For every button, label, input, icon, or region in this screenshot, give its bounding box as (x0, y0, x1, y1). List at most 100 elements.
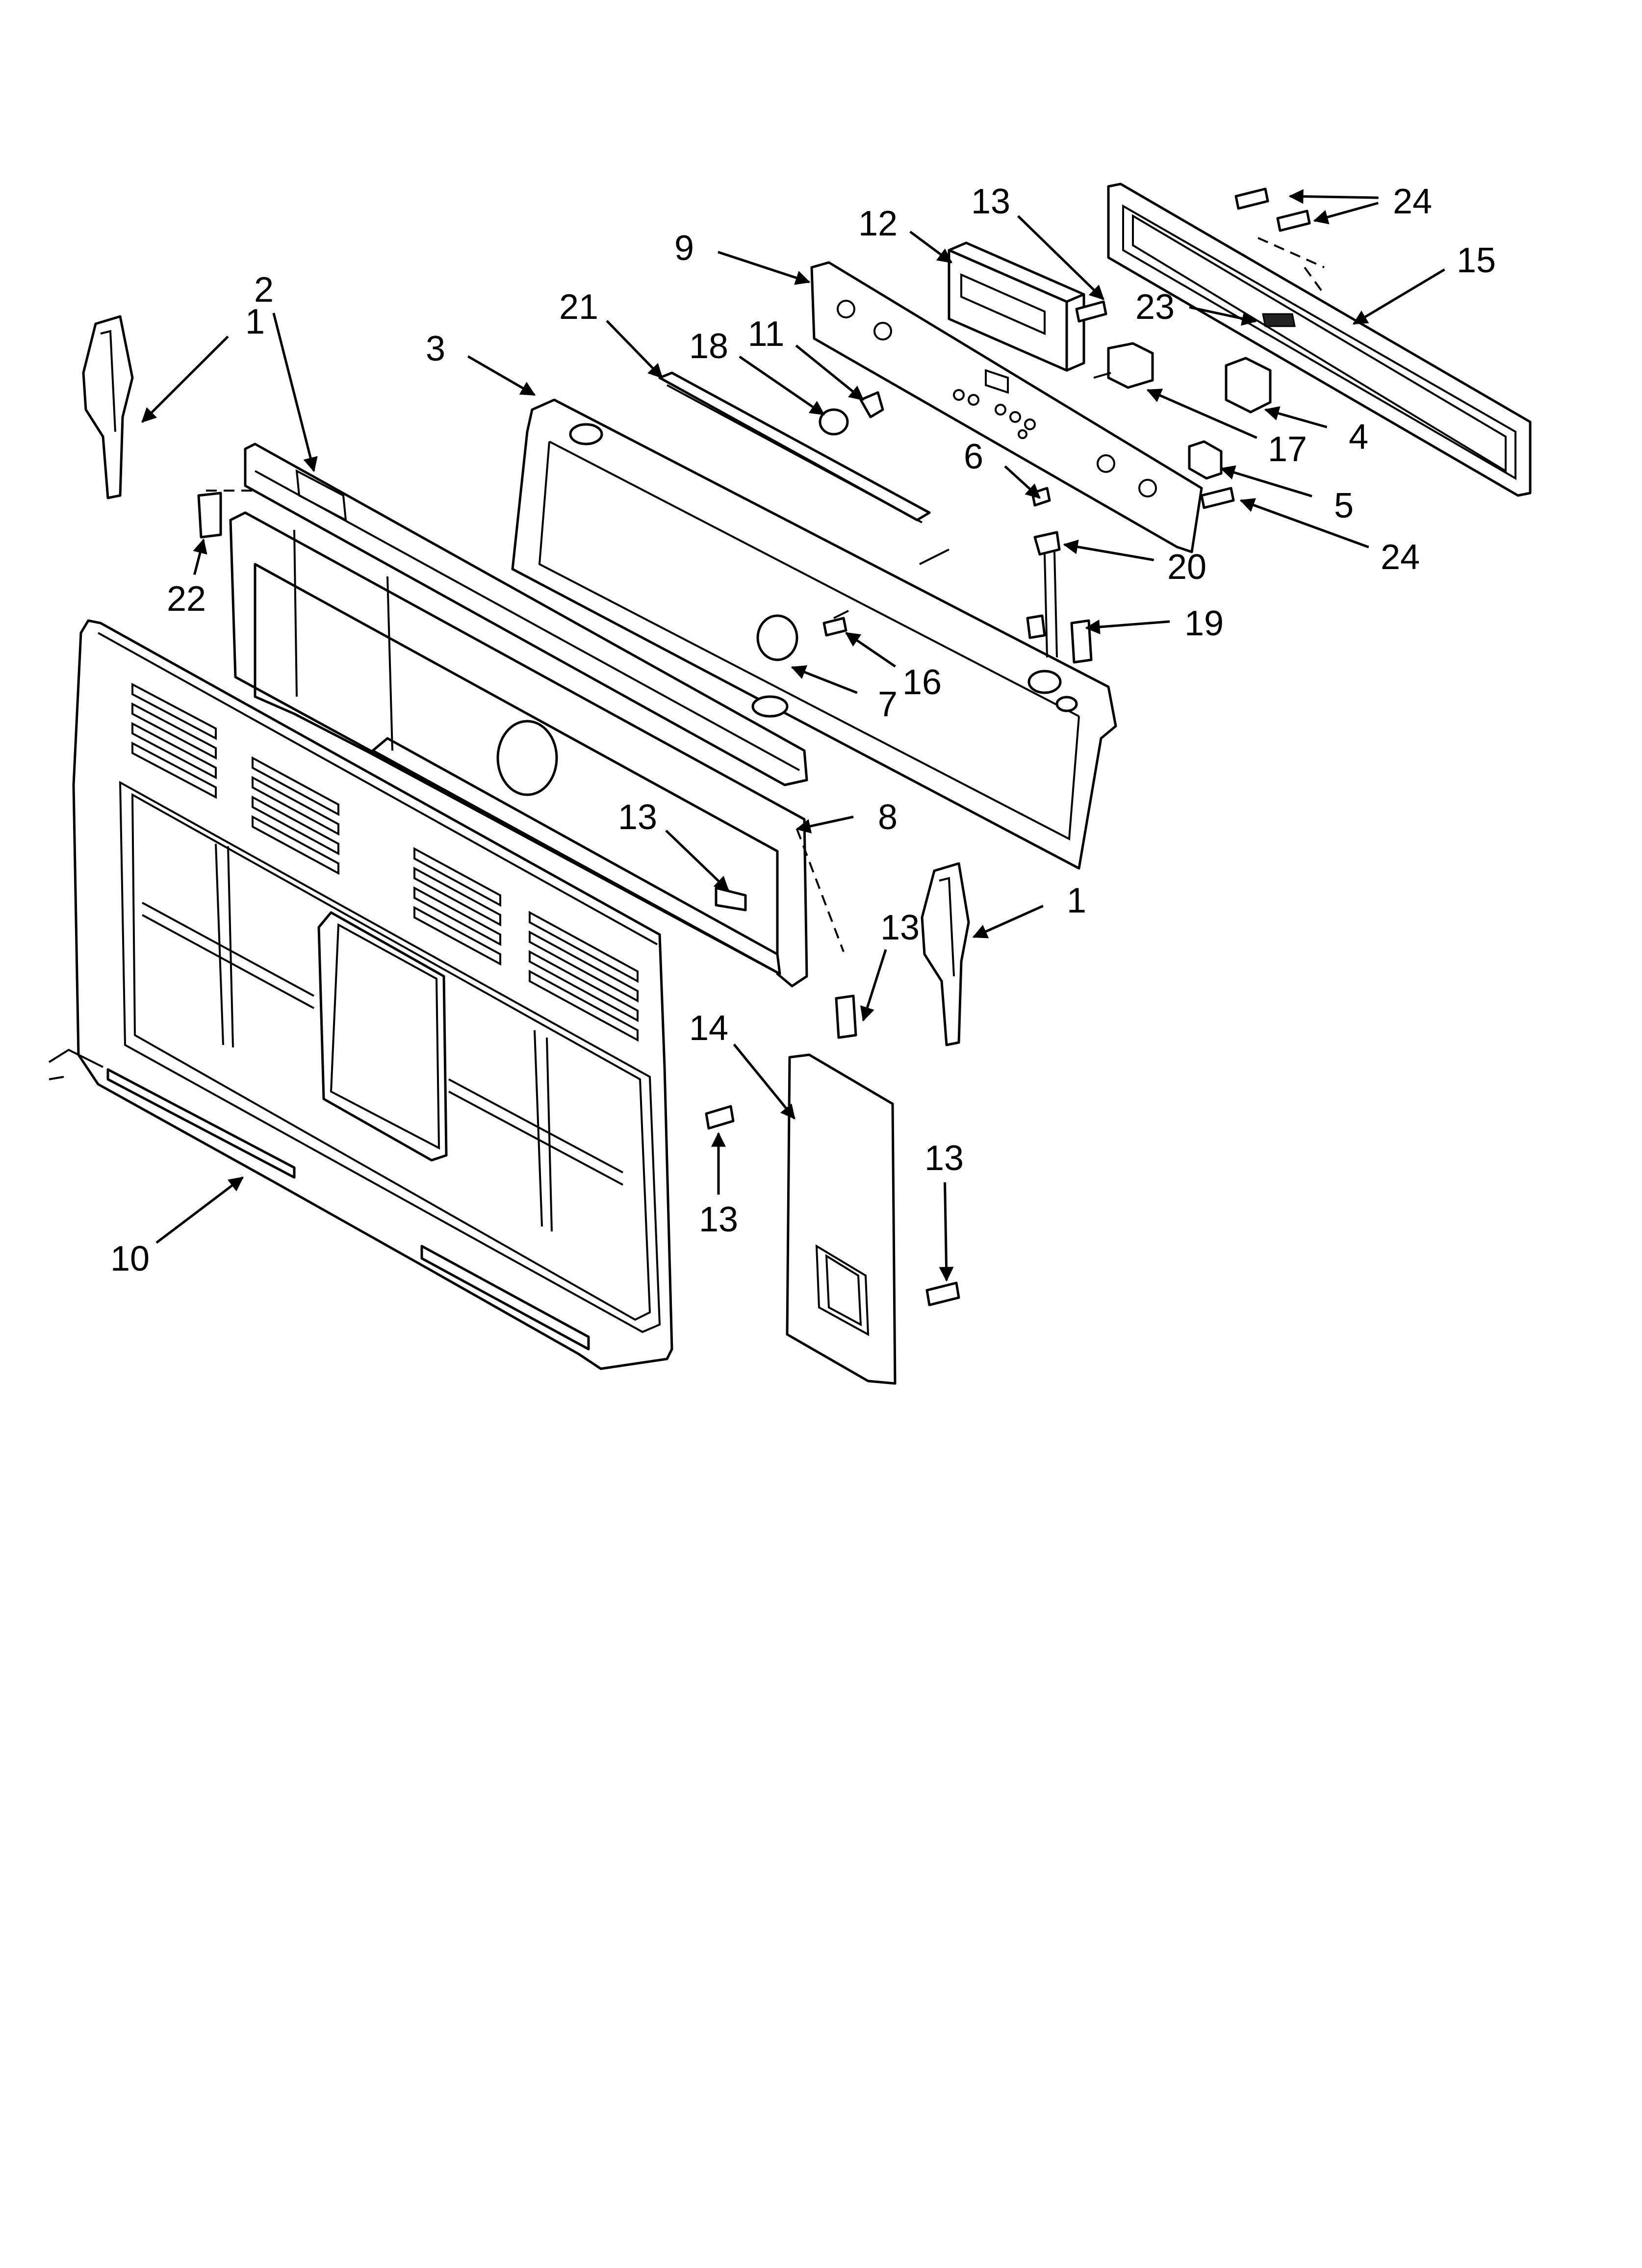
callout-number: 6 (964, 437, 983, 476)
callout-number: 13 (924, 1139, 964, 1178)
callout-number: 20 (1167, 547, 1206, 587)
callout-c19: 19 (1085, 604, 1224, 643)
leader-line (795, 344, 864, 401)
upper-rail-part (244, 443, 808, 786)
callout-c1a: 1 (141, 302, 265, 423)
callout-number: 2 (254, 270, 274, 310)
callout-c24a2 (1313, 202, 1379, 225)
callout-c12: 12 (858, 204, 953, 264)
callout-c23: 23 (1135, 287, 1257, 327)
callout-c16: 16 (845, 631, 942, 702)
leader-line (272, 313, 318, 472)
callout-c24b: 24 (1239, 498, 1420, 577)
callout-c13e: 13 (924, 1139, 964, 1282)
callout-number: 3 (426, 329, 445, 368)
console-housing-part (511, 398, 1117, 870)
callout-number: 11 (748, 314, 785, 354)
callout-c13d: 13 (699, 1132, 738, 1239)
callout-c13b: 13 (618, 798, 729, 891)
leader-line (467, 355, 536, 396)
leader-line (1085, 619, 1170, 634)
callout-number: 1 (1067, 881, 1086, 920)
leader-line (1004, 465, 1041, 499)
callout-number: 1 (245, 302, 265, 341)
callout-c24a: 24 (1288, 182, 1432, 221)
callout-number: 5 (1334, 486, 1354, 525)
leader-line (845, 631, 896, 668)
callout-c10: 10 (110, 1176, 244, 1278)
leader-line (1146, 389, 1257, 439)
callout-c5: 5 (1220, 465, 1354, 525)
callout-number: 4 (1349, 417, 1368, 457)
callout-number: 22 (167, 579, 206, 619)
callout-c20: 20 (1063, 539, 1206, 587)
callout-number: 12 (858, 204, 898, 243)
callout-number: 13 (618, 798, 657, 837)
small-parts (197, 187, 1325, 1306)
callout-c8: 8 (795, 798, 898, 837)
leader-line (733, 1043, 795, 1120)
callout-number: 23 (1135, 287, 1175, 327)
leader-line (795, 815, 854, 834)
leader-line (606, 320, 663, 379)
lower-channel-part (229, 511, 808, 988)
callout-c14: 14 (689, 1009, 795, 1120)
callout-number: 13 (699, 1200, 738, 1239)
callout-number: 7 (878, 685, 898, 724)
callout-c1b: 1 (972, 881, 1086, 938)
callout-c15: 15 (1352, 241, 1496, 325)
callout-c11: 11 (748, 314, 864, 401)
callout-c9: 9 (674, 229, 811, 285)
callout-c4: 4 (1264, 406, 1368, 457)
callout-number: 21 (559, 287, 598, 327)
callout-number: 24 (1381, 538, 1420, 577)
trim-frame-part (1107, 182, 1532, 497)
leader-line (1189, 306, 1257, 326)
callout-number: 13 (880, 908, 920, 947)
leader-line (141, 336, 229, 423)
callout-number: 24 (1393, 182, 1432, 221)
callout-c13a: 13 (971, 182, 1104, 300)
side-panel-part (786, 1053, 897, 1385)
leader-line (1017, 215, 1104, 300)
leader-line (739, 355, 825, 416)
leader-line (1239, 498, 1369, 548)
leader-line (1220, 465, 1312, 497)
leader-line (909, 231, 953, 264)
callout-number: 8 (878, 798, 898, 837)
leader-line (1313, 202, 1379, 225)
end-bracket-left (82, 315, 134, 499)
callout-c13c: 13 (860, 908, 920, 1022)
leader-line (155, 1176, 244, 1244)
leader-line (193, 538, 207, 575)
end-bracket-right (921, 862, 970, 1046)
leader-line (1352, 268, 1445, 325)
callout-c21: 21 (559, 287, 663, 379)
callout-c18: 18 (689, 327, 825, 416)
leader-line (791, 665, 858, 694)
leader-line (1063, 539, 1155, 561)
callout-number: 17 (1268, 430, 1307, 469)
leader-line (1288, 189, 1379, 204)
leader-line (665, 830, 729, 891)
callout-number: 10 (110, 1239, 150, 1278)
callout-number: 13 (971, 182, 1010, 221)
louvers (131, 682, 639, 1042)
callout-c7: 7 (791, 665, 898, 724)
rear-panel-part (48, 619, 673, 1370)
callout-number: 15 (1457, 241, 1496, 280)
callout-c2: 2 (254, 270, 318, 472)
callout-c17: 17 (1146, 389, 1307, 469)
leader-line (939, 1182, 954, 1282)
leader-line (972, 905, 1044, 938)
callout-c22: 22 (167, 538, 207, 619)
callout-number: 18 (689, 327, 728, 366)
callout-c3: 3 (426, 329, 536, 396)
callout-c6: 6 (964, 437, 1041, 499)
callout-number: 14 (689, 1009, 728, 1048)
callout-number: 9 (674, 229, 694, 268)
leader-line (860, 949, 887, 1022)
